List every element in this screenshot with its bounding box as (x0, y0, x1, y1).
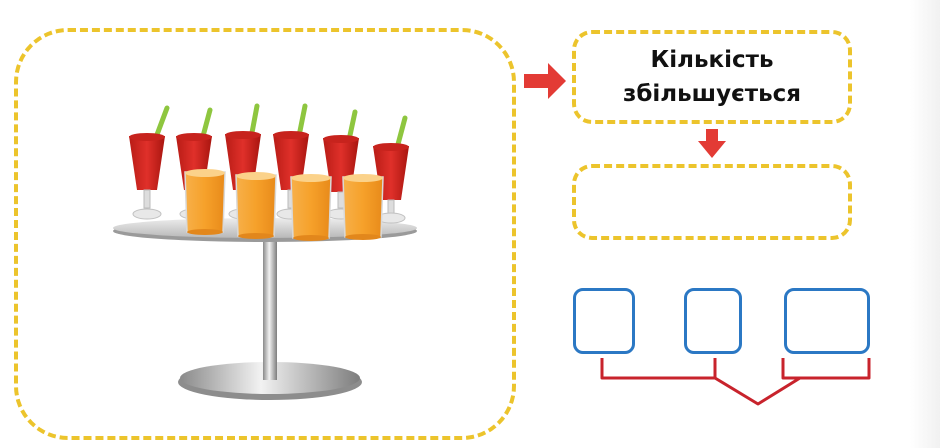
grouping-bracket-icon (600, 358, 871, 406)
number-box-1 (573, 288, 635, 354)
statement-text: Кількість збільшується (622, 47, 802, 107)
orange-juice-glasses (184, 169, 384, 241)
empty-answer-box (572, 164, 852, 240)
statement-box: Кількість збільшується (572, 30, 852, 124)
picture-panel (14, 28, 516, 440)
table-with-juice-glasses-icon (113, 103, 417, 400)
right-edge-shade (910, 0, 940, 448)
down-arrow-icon (698, 129, 726, 158)
right-arrow-icon (524, 63, 566, 99)
number-box-2 (684, 288, 742, 354)
number-box-3 (784, 288, 870, 354)
